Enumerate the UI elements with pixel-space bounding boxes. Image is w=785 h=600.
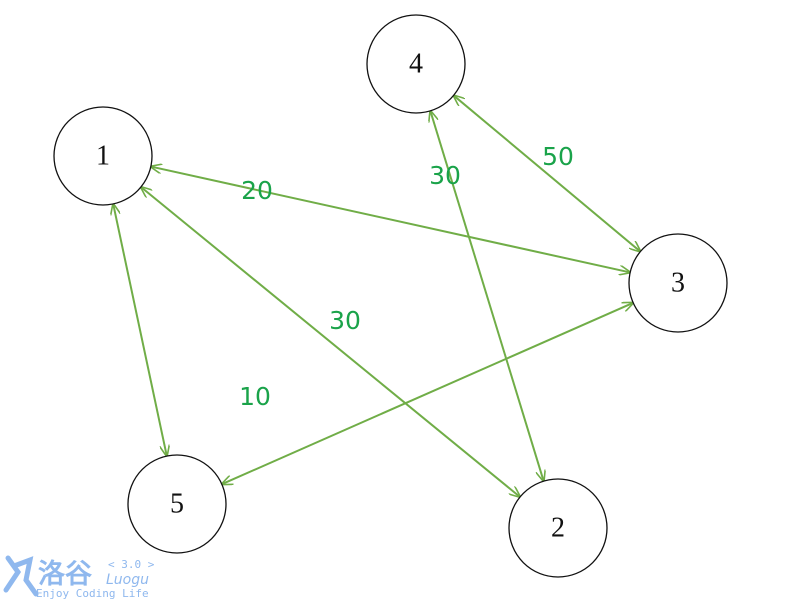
node-label: 4 (409, 48, 423, 79)
edge-3-5 (222, 303, 633, 484)
edge-1-2 (141, 187, 520, 497)
node-label: 2 (551, 512, 565, 543)
node-circle (628, 233, 728, 333)
logo-version: < 3.0 > (108, 558, 155, 571)
graph-node-3: 3 (628, 233, 728, 333)
node-circle (127, 454, 227, 554)
graph-node-1: 1 (53, 106, 153, 206)
node-label: 5 (170, 488, 184, 519)
node-circle (53, 106, 153, 206)
luogu-logo-icon (3, 555, 39, 597)
edge-weight-label: 10 (239, 382, 271, 411)
edge-1-5 (113, 204, 167, 456)
node-circle (366, 14, 466, 114)
node-label: 3 (671, 267, 685, 298)
edge-weight-label: 20 (241, 176, 273, 205)
edge-4-2 (430, 111, 543, 481)
node-circle (508, 478, 608, 578)
graph-node-2: 2 (508, 478, 608, 578)
logo-chinese-name: 洛谷 (38, 559, 93, 590)
edge-weight-label: 50 (542, 142, 574, 171)
edge-weight-label: 30 (429, 161, 461, 190)
logo-slogan: Enjoy Coding Life (36, 587, 149, 600)
edge-weight-label: 30 (329, 306, 361, 335)
logo-english-name: Luogu (106, 572, 149, 588)
luogu-watermark: 洛谷 < 3.0 > Luogu Enjoy Coding Life (3, 555, 155, 600)
graph-node-4: 4 (366, 14, 466, 114)
node-label: 1 (96, 140, 110, 171)
graph-node-5: 5 (127, 454, 227, 554)
edge-3-4 (454, 95, 641, 251)
